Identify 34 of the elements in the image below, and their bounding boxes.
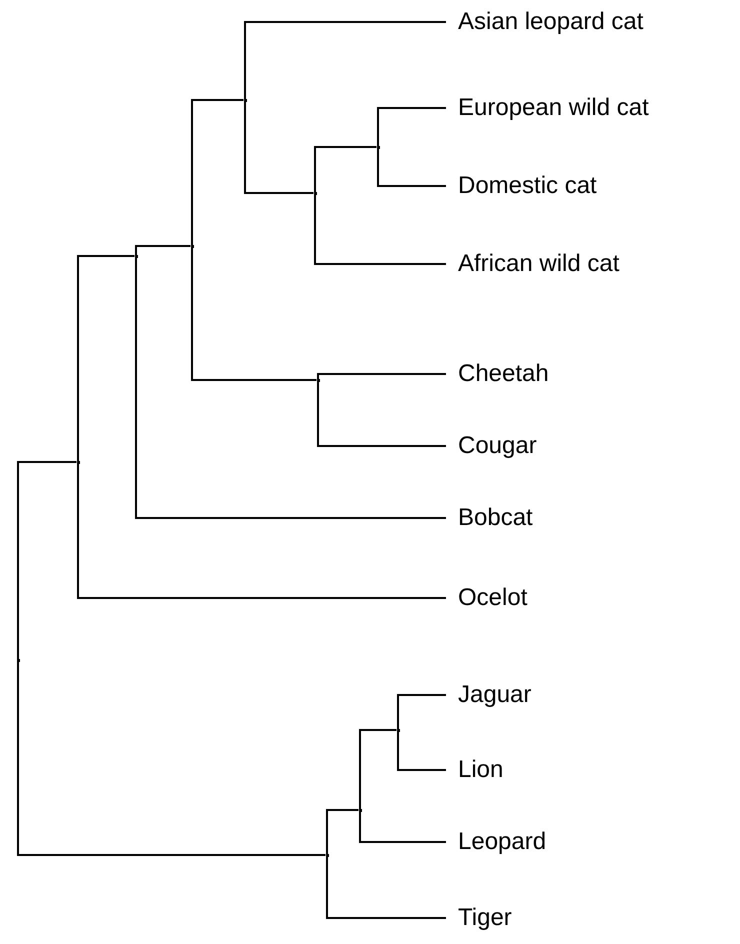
tree-branch [326,855,446,919]
tree-branch [397,694,446,730]
tree-branch [135,256,446,519]
tree-branch [377,107,446,147]
tree-branch [314,193,446,265]
species-label: Cougar [446,431,537,461]
species-label: Jaguar [446,680,532,710]
tree-branch [191,246,316,381]
species-label: European wild cat [446,93,649,123]
species-label: Domestic cat [446,171,597,201]
species-label: Bobcat [446,503,533,533]
species-label: Ocelot [446,583,528,613]
species-label: African wild cat [446,249,620,279]
tree-branch [397,730,446,771]
tree-branch [191,99,244,246]
tree-branch [77,462,446,599]
species-label: Asian leopard cat [446,7,644,37]
tree-branch [17,461,76,660]
tree-branch [135,245,190,256]
tree-branch [244,100,314,194]
species-label: Leopard [446,827,546,857]
tree-branch [77,255,134,462]
tree-branch [359,810,446,843]
tree-branch [359,729,396,810]
species-label: Cheetah [446,359,549,389]
tree-branch [377,147,446,187]
tree-branch [244,21,446,100]
species-label: Lion [446,755,504,785]
species-label: Tiger [446,903,512,933]
tree-branch [326,809,358,855]
tree-branch [17,660,326,856]
tree-branch [314,146,376,193]
tree-branch [317,380,446,447]
tree-branch [317,373,446,380]
